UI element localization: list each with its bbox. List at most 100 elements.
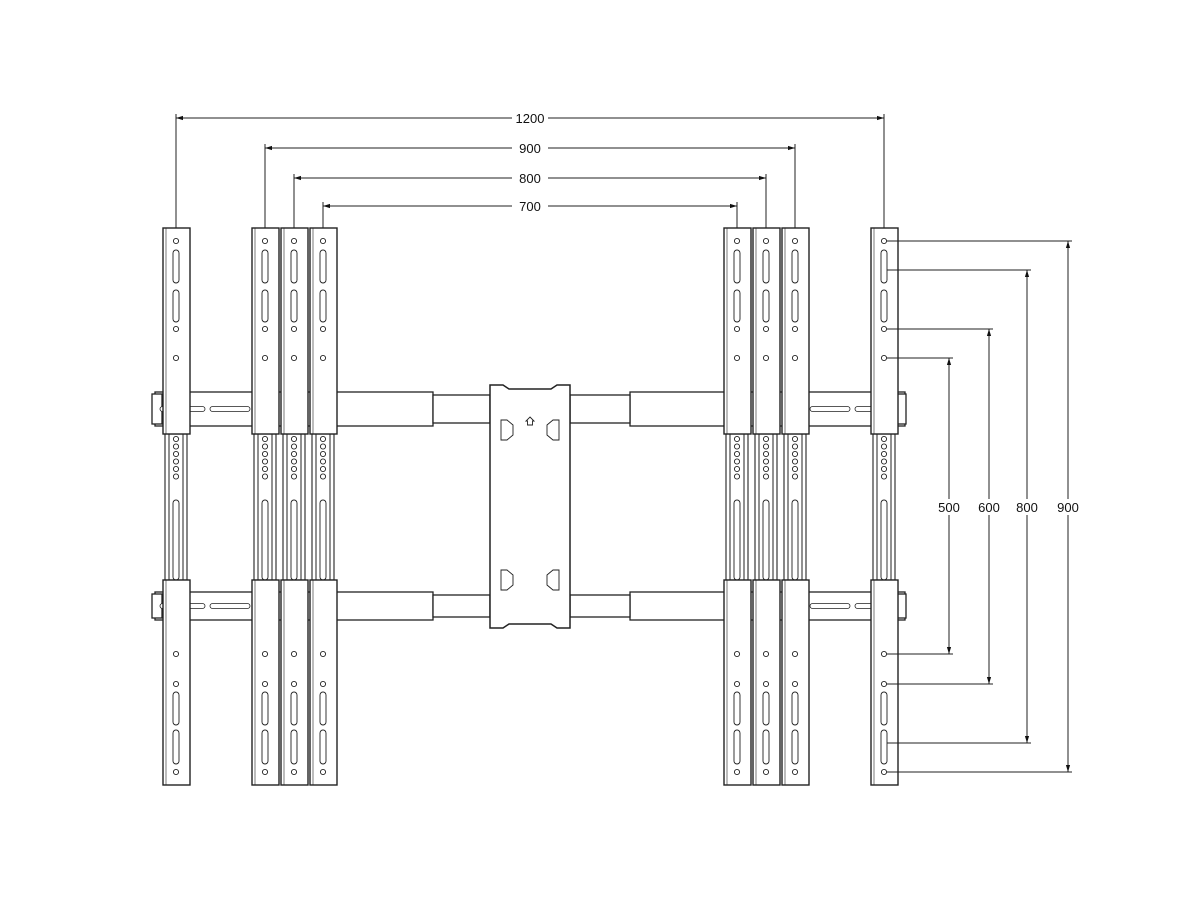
mount-hole <box>762 237 770 245</box>
vertical-strut <box>723 227 752 786</box>
mount-hole <box>261 435 269 443</box>
rail-inner-right <box>569 594 631 618</box>
center-plate-body <box>489 384 571 629</box>
mount-hole <box>319 465 327 473</box>
mount-hole <box>880 473 888 480</box>
mount-slot <box>791 289 799 323</box>
rail-inner-right <box>569 394 631 424</box>
mount-hole <box>261 473 269 480</box>
mount-hole <box>733 473 741 480</box>
mount-hole <box>172 237 180 245</box>
center-plate <box>489 384 571 629</box>
mount-slot <box>733 249 741 284</box>
vertical-strut <box>752 227 781 786</box>
dim-label-width-700: 700 <box>519 199 541 214</box>
mount-slot <box>319 289 327 323</box>
mount-slot <box>762 289 770 323</box>
label-backdrop <box>512 171 548 185</box>
strut-upper-sleeve <box>251 227 280 435</box>
mount-hole <box>319 237 327 245</box>
mount-hole <box>172 473 180 480</box>
mount-slot <box>172 249 180 284</box>
mount-hole <box>290 473 298 480</box>
height-dimension-800 <box>887 269 1041 744</box>
mount-slot <box>261 729 269 765</box>
mount-slot <box>172 499 180 581</box>
mount-hole <box>172 354 180 362</box>
dimension-labels: 1200 900 800 700 500 600 800 900 <box>516 111 1079 515</box>
mount-slot <box>762 729 770 765</box>
mount-slot <box>290 289 298 323</box>
mount-hole <box>172 768 180 776</box>
strut-lower-sleeve <box>162 579 191 786</box>
mount-slot <box>791 729 799 765</box>
mount-slot <box>261 249 269 284</box>
keyhole-cutout <box>500 569 514 591</box>
mount-hole <box>791 465 799 473</box>
mount-slot <box>791 691 799 726</box>
mount-hole <box>290 768 298 776</box>
keyhole-cutout <box>546 419 560 441</box>
mount-slot <box>733 499 741 581</box>
mount-slot <box>791 249 799 284</box>
mount-hole <box>261 450 269 458</box>
dim-label-height-800: 800 <box>1016 500 1038 515</box>
mount-hole <box>880 458 888 465</box>
mount-slot <box>261 499 269 581</box>
mount-hole <box>762 680 770 688</box>
up-arrow-icon <box>524 416 536 426</box>
strut-upper-sleeve <box>162 227 191 435</box>
mount-hole <box>880 443 888 450</box>
vertical-strut <box>251 227 280 786</box>
dim-label-width-900: 900 <box>519 141 541 156</box>
mount-hole <box>762 450 770 458</box>
mount-hole <box>880 435 888 443</box>
dim-label-height-500: 500 <box>938 500 960 515</box>
mount-hole <box>172 325 180 333</box>
height-dimension-900 <box>887 240 1082 773</box>
mount-hole <box>762 768 770 776</box>
mount-hole <box>290 458 298 465</box>
vertical-strut <box>162 227 191 786</box>
mount-slot <box>733 729 741 765</box>
mount-hole <box>319 458 327 465</box>
width-dimension-1200 <box>175 111 885 228</box>
strut-upper-sleeve <box>280 227 309 435</box>
mount-hole <box>172 450 180 458</box>
mount-hole <box>172 650 180 658</box>
mount-hole <box>733 680 741 688</box>
label-backdrop <box>935 499 963 515</box>
mount-hole <box>880 650 888 658</box>
mount-hole <box>762 435 770 443</box>
dim-label-width-1200: 1200 <box>516 111 545 126</box>
mount-hole <box>762 650 770 658</box>
mount-slot <box>172 691 180 726</box>
mount-hole <box>880 450 888 458</box>
label-backdrop <box>1054 499 1082 515</box>
mount-hole <box>261 325 269 333</box>
mount-hole <box>261 768 269 776</box>
mount-slot <box>880 249 888 284</box>
strut-upper-sleeve <box>870 227 899 435</box>
vertical-struts <box>162 227 899 786</box>
mount-hole <box>791 354 799 362</box>
mount-hole <box>733 458 741 465</box>
mount-hole <box>290 465 298 473</box>
mount-hole <box>733 435 741 443</box>
height-dimension-600 <box>887 328 1003 685</box>
label-backdrop <box>512 141 548 155</box>
mount-hole <box>733 354 741 362</box>
mount-hole <box>319 354 327 362</box>
rail-slot <box>209 603 251 609</box>
mount-slot <box>733 691 741 726</box>
mount-hole <box>733 650 741 658</box>
mount-hole <box>290 354 298 362</box>
label-backdrop <box>512 111 548 125</box>
mount-hole <box>762 443 770 450</box>
label-backdrop <box>975 499 1003 515</box>
width-dimension-900 <box>264 141 796 228</box>
mount-hole <box>261 465 269 473</box>
mount-hole <box>319 325 327 333</box>
mount-slot <box>762 499 770 581</box>
